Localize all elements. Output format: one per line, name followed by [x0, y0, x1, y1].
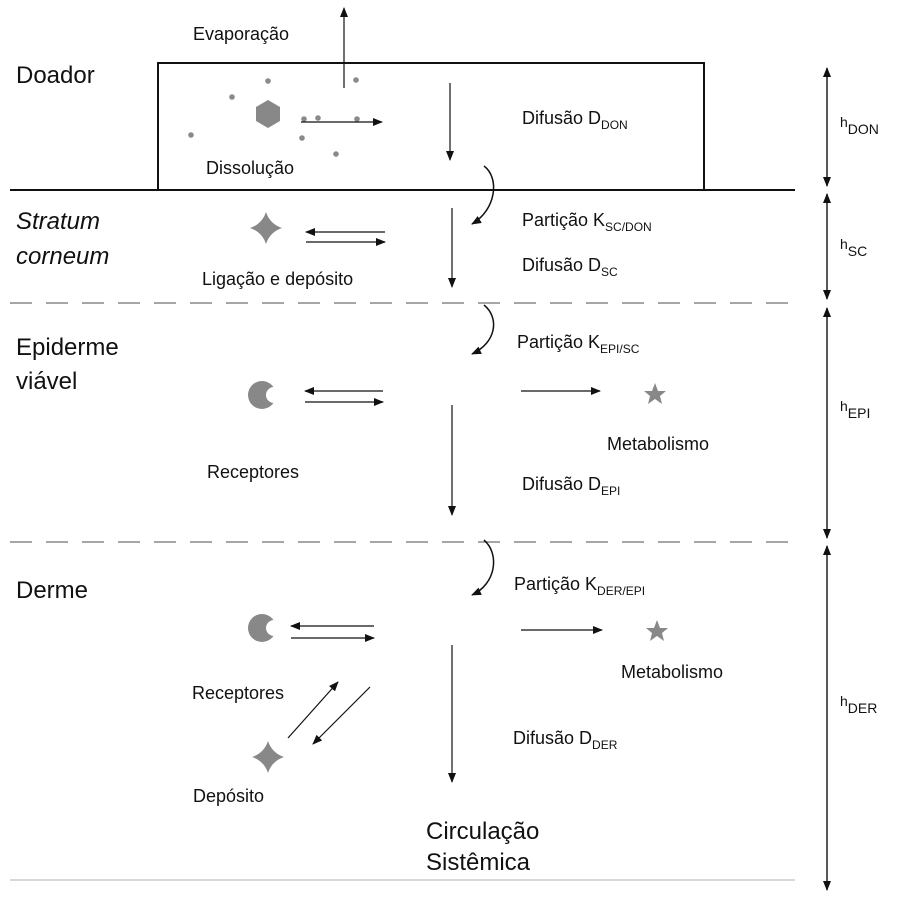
stratum-corneum-label-line2: corneum — [16, 243, 110, 270]
der-diffusion-sub: DER — [592, 738, 618, 752]
epidermis-label-line2: viável — [16, 368, 78, 395]
h-der-label: hDER — [840, 693, 878, 716]
binding-depot-label: Ligação e depósito — [202, 269, 354, 289]
h-der-sub: DER — [847, 700, 878, 716]
epi-partition-text: Partição K — [517, 332, 601, 352]
receptor-epi-icon — [248, 381, 282, 409]
h-der-symbol: h — [840, 693, 848, 709]
h-don-sub: DON — [847, 121, 879, 137]
epi-partition-arrow — [471, 304, 495, 355]
sc-diffusion-text: Difusão D — [522, 255, 602, 275]
epidermis-label-line1: Epiderme — [16, 334, 119, 361]
h-epi-symbol: h — [840, 398, 848, 414]
h-don-label: hDON — [840, 114, 879, 137]
h-don-symbol: h — [840, 114, 848, 130]
der-partition-text: Partição K — [514, 574, 598, 594]
depot-label: Depósito — [193, 786, 265, 806]
h-sc-sub: SC — [847, 243, 868, 259]
der-receptors-label: Receptores — [192, 683, 285, 703]
metabolite-star-der-icon — [646, 620, 668, 641]
epi-diffusion-label: Difusão DEPI — [522, 473, 621, 498]
epi-diffusion-text: Difusão D — [522, 474, 602, 494]
systemic-circulation-label-line2: Sistêmica — [426, 849, 531, 876]
epi-partition-sub: EPI/SC — [600, 342, 640, 356]
der-partition-sub: DER/EPI — [597, 584, 646, 598]
der-partition-label: Partição KDER/EPI — [514, 573, 646, 598]
depot-star-der-icon — [252, 741, 284, 773]
systemic-circulation-label-line1: Circulação — [426, 818, 540, 845]
sc-partition-sub: SC/DON — [605, 220, 652, 234]
donor-label: Doador — [16, 62, 95, 89]
epi-receptors-label: Receptores — [207, 462, 300, 482]
epi-metabolism-label: Metabolismo — [607, 434, 710, 454]
hexagon-crystal-icon — [256, 100, 280, 128]
epi-diffusion-sub: EPI — [601, 484, 621, 498]
evaporation-label: Evaporação — [193, 24, 290, 44]
donor-compartment-box — [157, 62, 705, 190]
donor-diffusion-text: Difusão D — [522, 108, 602, 128]
metabolite-star-epi-icon — [644, 383, 666, 404]
dissolution-label: Dissolução — [206, 158, 295, 178]
der-metabolism-label: Metabolismo — [621, 662, 724, 682]
receptor-to-depot-arrow — [312, 686, 371, 745]
depot-star-sc-icon — [250, 212, 282, 244]
sc-partition-label: Partição KSC/DON — [522, 209, 652, 234]
stratum-corneum-label-line1: Stratum — [16, 208, 101, 235]
dermis-label: Derme — [16, 577, 89, 604]
receptor-der-icon — [248, 614, 282, 642]
der-partition-arrow — [471, 539, 495, 596]
h-sc-symbol: h — [840, 236, 848, 252]
der-diffusion-text: Difusão D — [513, 728, 593, 748]
sc-diffusion-label: Difusão DSC — [522, 254, 618, 279]
h-epi-sub: EPI — [847, 405, 871, 421]
donor-diffusion-label: Difusão DDON — [522, 107, 628, 132]
sc-partition-arrow — [471, 165, 495, 225]
depot-to-receptor-arrow — [287, 681, 339, 739]
sc-partition-text: Partição K — [522, 210, 606, 230]
h-epi-label: hEPI — [840, 398, 871, 421]
epi-partition-label: Partição KEPI/SC — [517, 331, 640, 356]
sc-diffusion-sub: SC — [601, 265, 618, 279]
donor-diffusion-sub: DON — [601, 118, 628, 132]
donor-particles — [188, 77, 360, 157]
h-sc-label: hSC — [840, 236, 868, 259]
der-diffusion-label: Difusão DDER — [513, 727, 618, 752]
